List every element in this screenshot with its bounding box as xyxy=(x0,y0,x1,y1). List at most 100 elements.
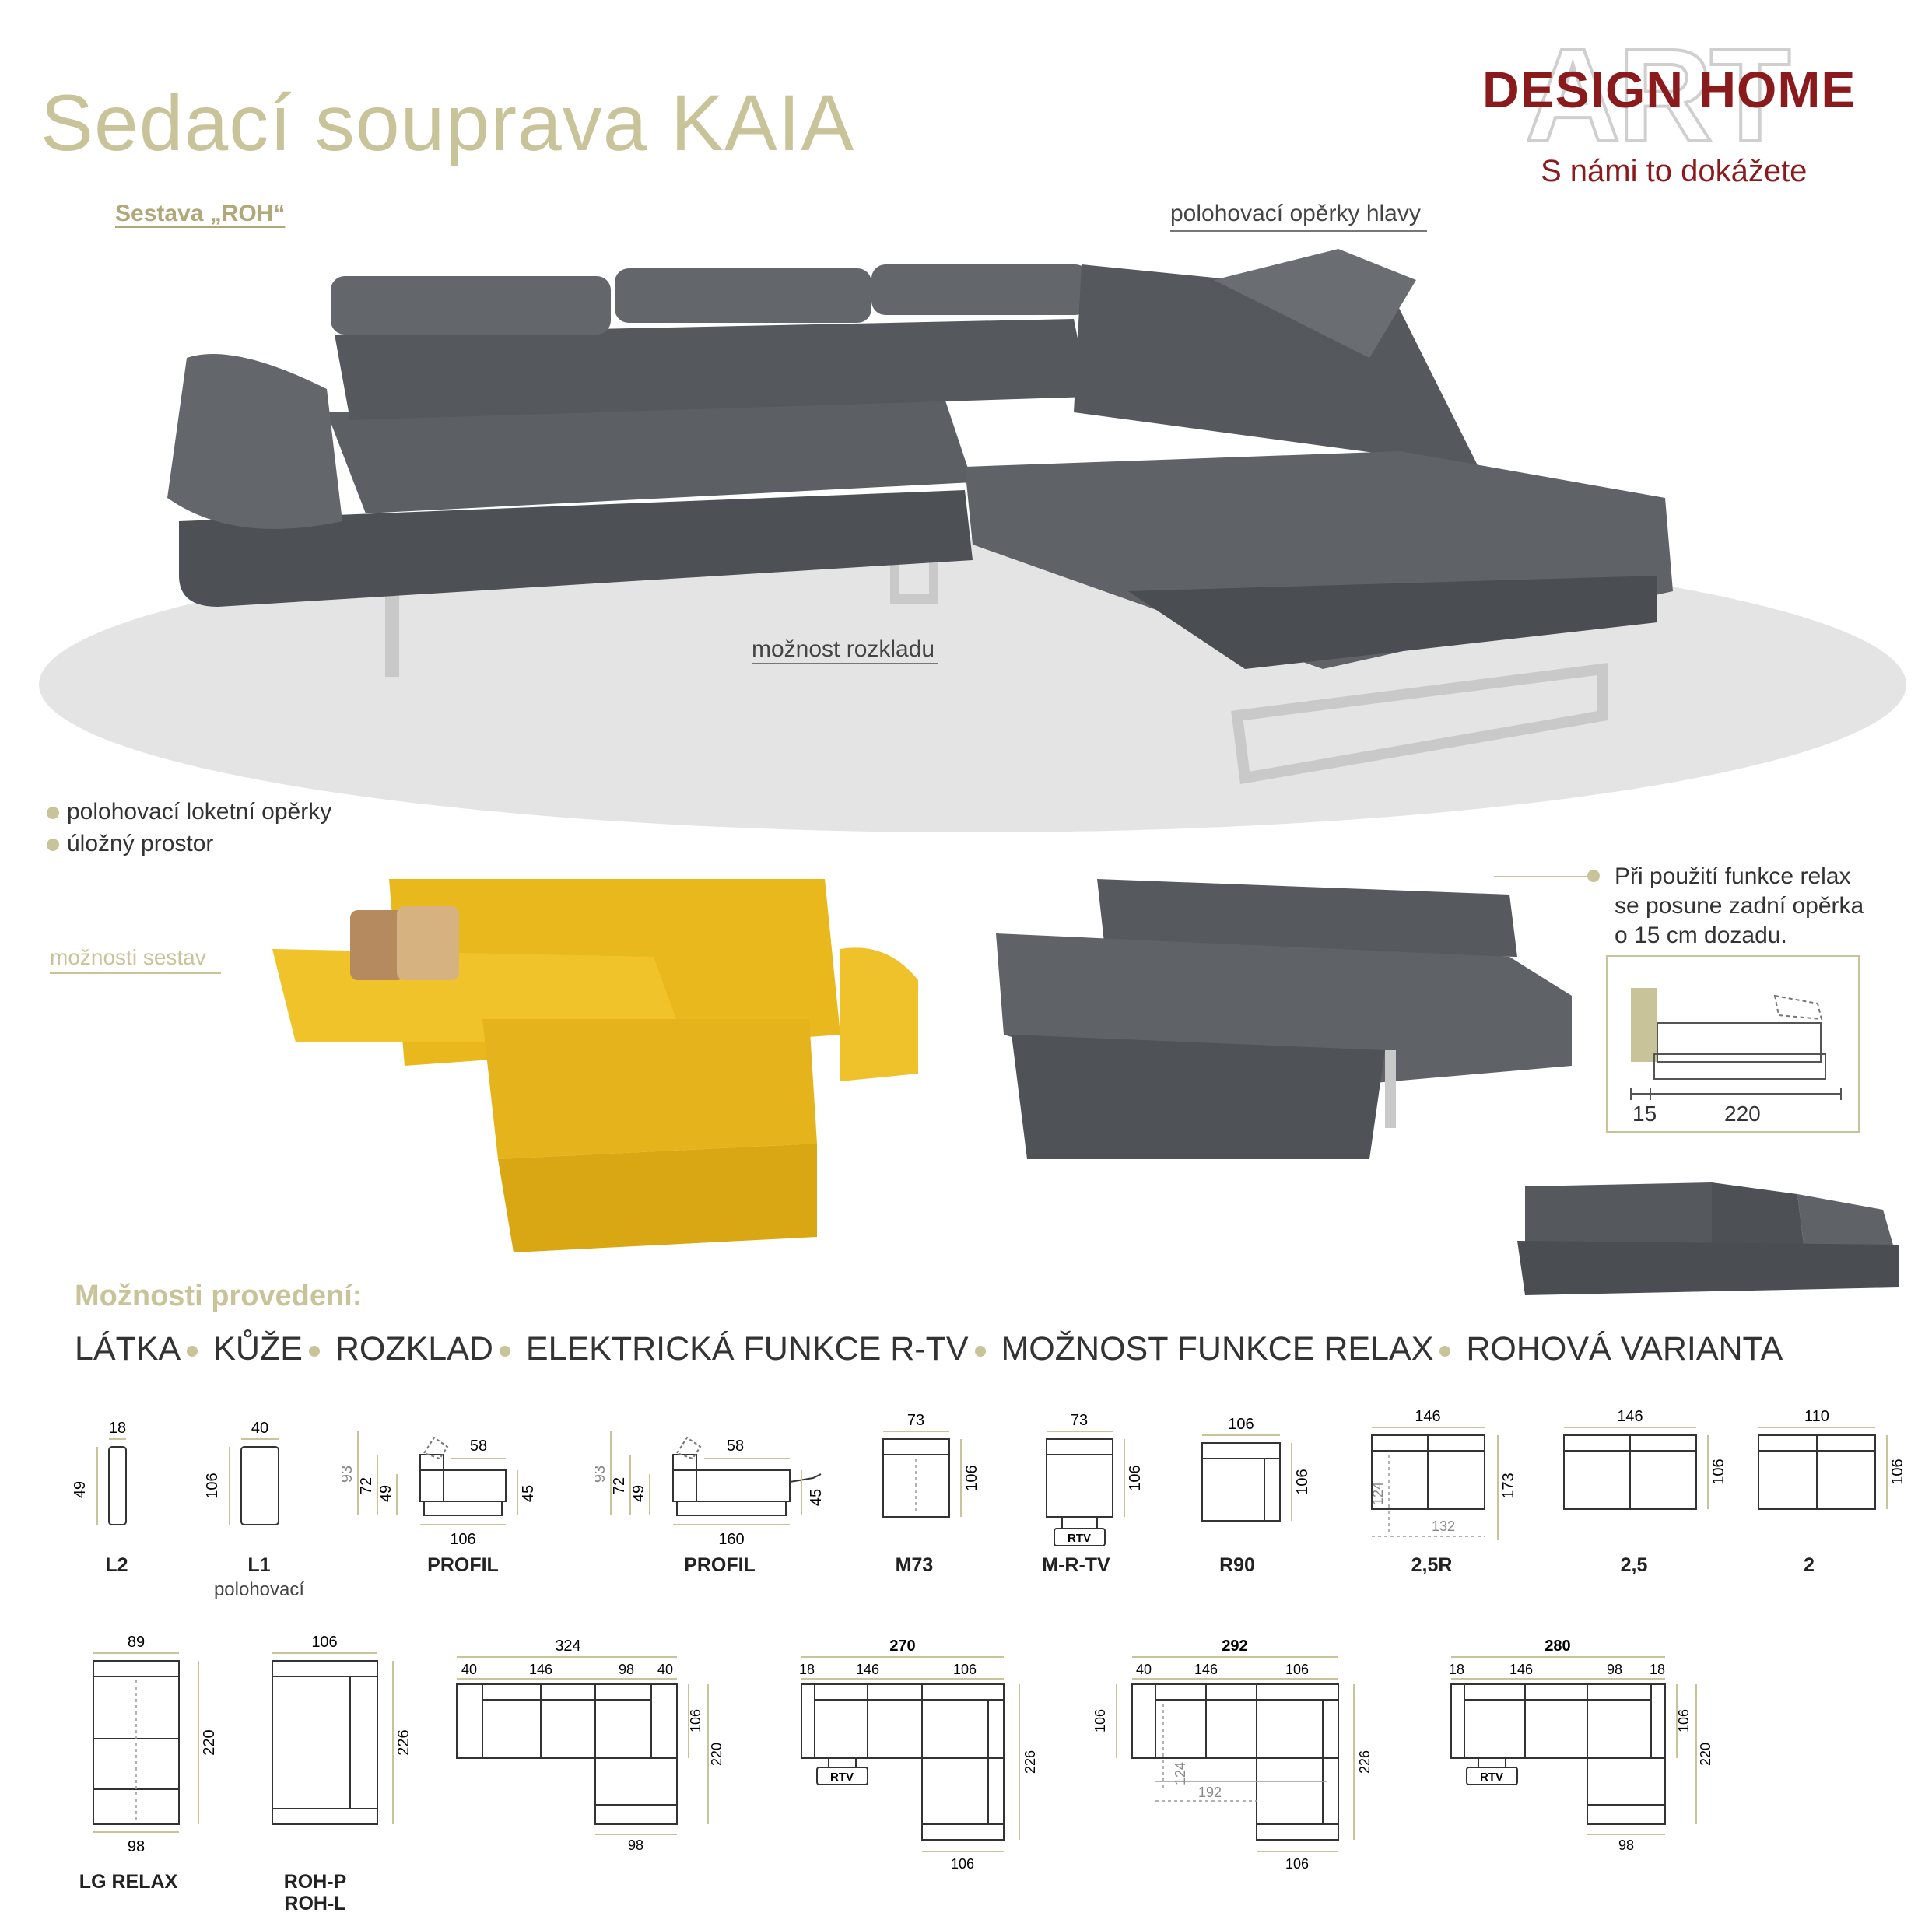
feature-item: polohovací loketní opěrky xyxy=(47,799,331,825)
sofa-leg xyxy=(1231,663,1608,785)
dim-height: 106 xyxy=(1093,1709,1108,1732)
module-label: L1 xyxy=(247,1554,271,1576)
module-label: M73 xyxy=(895,1554,934,1576)
logo-art-text: ART xyxy=(1524,22,1792,170)
dark-backrest xyxy=(1097,879,1517,957)
relax-dim-a: 15 xyxy=(1632,1102,1657,1126)
dim-label: 106 xyxy=(450,1531,475,1548)
dim-width: 146 xyxy=(1617,1408,1643,1425)
dim-seg: 146 xyxy=(1509,1662,1533,1677)
page-title: Sedací souprava KAIA xyxy=(40,79,855,167)
dim-label: 93 xyxy=(342,1466,356,1483)
relax-line: Při použití funkce relax xyxy=(1615,863,1851,889)
rtv-badge: RTV xyxy=(1480,1771,1503,1784)
bullet-dot xyxy=(47,807,59,820)
dim-width: 40 xyxy=(251,1420,268,1437)
dim-height: 226 xyxy=(1357,1750,1373,1774)
dim-inner: 124 xyxy=(1370,1482,1386,1505)
dim-width: 110 xyxy=(1804,1408,1829,1425)
module-label: 2,5R xyxy=(1411,1554,1453,1576)
dim-seg: 106 xyxy=(953,1662,977,1677)
dim-label: 49 xyxy=(377,1485,394,1502)
module-drawing: 106 226 xyxy=(272,1634,412,1825)
module-label: L2 xyxy=(105,1554,128,1576)
module-drawing: 146 173 132 124 xyxy=(1370,1408,1517,1540)
options-heading: Možnosti provedení: xyxy=(75,1280,363,1312)
set-drawing: RTV 270 18 146 106 226 106 xyxy=(799,1638,1038,1872)
callout-headrest-line xyxy=(1170,230,1427,232)
dim-height: 226 xyxy=(395,1729,412,1755)
headrest xyxy=(615,268,871,323)
callout-sets: možnosti sestav xyxy=(50,945,206,969)
small-corner xyxy=(1712,1182,1805,1256)
dim-inner: 192 xyxy=(1198,1785,1222,1800)
dim-height: 173 xyxy=(1500,1473,1517,1498)
options-list: LÁTKA KŮŽE ROZKLAD ELEKTRICKÁ FUNKCE R-T… xyxy=(75,1330,1783,1368)
option-separator xyxy=(974,1345,986,1357)
dim-height: 106 xyxy=(1127,1465,1144,1490)
option-item: ELEKTRICKÁ FUNKCE R-TV xyxy=(525,1330,969,1368)
relax-description: Při použití funkce relax se posune zadní… xyxy=(1615,862,1910,951)
dim-height: 226 xyxy=(1022,1750,1038,1774)
module-label: M-R-TV xyxy=(1042,1554,1110,1576)
module-label: 2,5 xyxy=(1620,1554,1648,1576)
dim-height: 220 xyxy=(1698,1743,1713,1766)
dim-height: 106 xyxy=(688,1709,703,1732)
brand-logo: ART DESIGN HOME S námi to dokážete xyxy=(1478,28,1899,194)
dim-height: 106 xyxy=(204,1473,221,1498)
callout-bed: možnost rozkladu xyxy=(752,636,935,662)
dim-label: 160 xyxy=(718,1531,744,1548)
module-drawing: 73 106 xyxy=(882,1412,980,1518)
dim-seg: 40 xyxy=(657,1662,673,1677)
module-drawing: 110 106 xyxy=(1758,1408,1906,1510)
pillow xyxy=(350,910,405,980)
dim-width: 18 xyxy=(109,1420,126,1437)
dim-width: 73 xyxy=(1071,1412,1088,1429)
dim-seg: 40 xyxy=(1136,1662,1152,1677)
dim-inner: 124 xyxy=(1173,1762,1188,1785)
dim-width: 73 xyxy=(907,1412,924,1429)
dim-label: 58 xyxy=(470,1438,487,1455)
main-sofa-image xyxy=(39,249,1906,832)
dim-bottom: 98 xyxy=(128,1838,145,1855)
rtv-badge: RTV xyxy=(1068,1532,1091,1545)
headrest xyxy=(331,276,611,335)
dim-seg: 146 xyxy=(529,1662,552,1677)
dim-height: 220 xyxy=(201,1729,218,1755)
base-shape xyxy=(1653,1053,1826,1080)
relax-diagram: 15 220 xyxy=(1606,955,1860,1133)
option-separator xyxy=(1439,1345,1451,1357)
callout-sets-line xyxy=(50,972,221,974)
callout-bed-line xyxy=(752,663,938,664)
dim-height: 49 xyxy=(74,1481,89,1498)
dim-bottom: 106 xyxy=(1285,1856,1309,1872)
dim-bottom: 98 xyxy=(1618,1837,1634,1853)
option-item: ROZKLAD xyxy=(335,1330,493,1368)
set-drawing: RTV 280 18 146 98 18 106 220 98 xyxy=(1449,1638,1713,1853)
headrest-raised xyxy=(1214,249,1416,358)
sofa-leg xyxy=(385,591,399,677)
yellow-chaise-base xyxy=(498,1144,817,1252)
dim-label: 72 xyxy=(611,1477,628,1494)
module-label: LG RELAX xyxy=(79,1871,178,1893)
dim-height: 106 xyxy=(1294,1469,1311,1494)
dim-label: 45 xyxy=(520,1485,537,1502)
module-label: ROH-P xyxy=(283,1871,347,1893)
dim-seg: 106 xyxy=(1285,1662,1309,1677)
sofa-base-left xyxy=(179,490,973,607)
module-drawing: 146 106 xyxy=(1563,1408,1727,1510)
dim-inner: 132 xyxy=(1432,1518,1455,1534)
dim-seg: 18 xyxy=(799,1662,815,1677)
dim-height: 106 xyxy=(963,1465,980,1490)
dim-seg: 146 xyxy=(1194,1662,1218,1677)
logo-slogan: S námi to dokážete xyxy=(1541,154,1808,188)
module-label: PROFIL xyxy=(427,1554,499,1576)
backrest-shape xyxy=(1631,988,1657,1062)
small-corner-sofa-image xyxy=(1517,1182,1899,1295)
dim-total: 292 xyxy=(1222,1638,1247,1655)
dim-label: 58 xyxy=(727,1438,744,1455)
dim-label: 45 xyxy=(808,1489,825,1506)
dim-width: 146 xyxy=(1415,1408,1440,1425)
dark-chaise xyxy=(1012,1035,1385,1159)
feature-text: úložný prostor xyxy=(67,831,214,856)
